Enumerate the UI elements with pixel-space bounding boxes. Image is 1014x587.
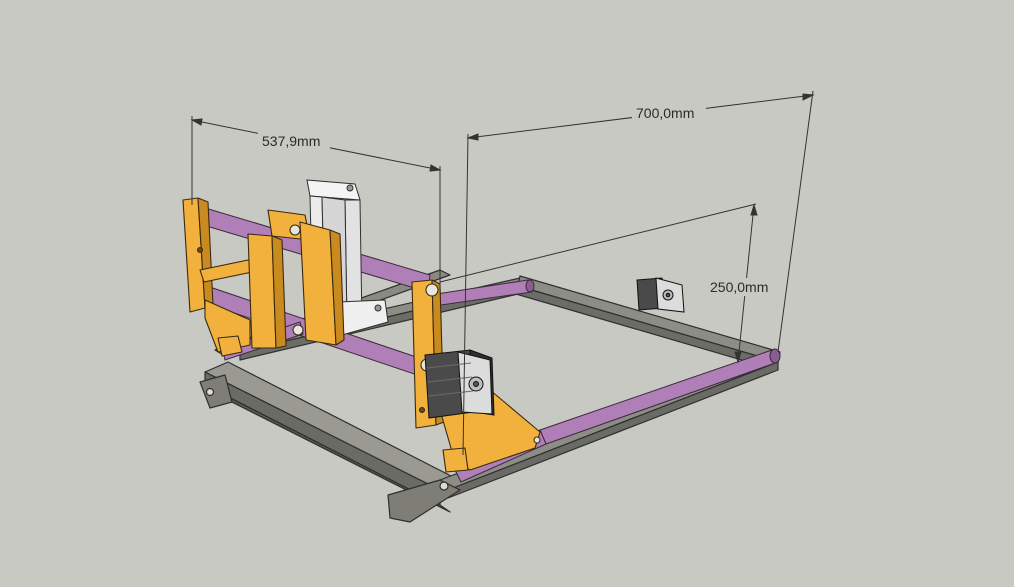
- arrowhead: [429, 164, 442, 172]
- arrowhead: [190, 118, 203, 126]
- motor-fin: [426, 362, 472, 369]
- motor-shaft-center: [473, 381, 479, 387]
- length-label-bg: [632, 104, 706, 122]
- length-dimension-label: 700,0mm: [636, 105, 694, 121]
- bearing: [425, 283, 439, 297]
- bearing: [289, 224, 301, 236]
- height-dimension-label: 250,0mm: [710, 279, 768, 295]
- arrowhead: [734, 351, 742, 364]
- arrowhead: [750, 203, 758, 216]
- width-label-bg: [258, 132, 330, 150]
- height-extension-top: [439, 203, 757, 283]
- motor-shaft-center: [665, 292, 671, 298]
- stepper-motor-loose: [636, 277, 685, 313]
- arrowhead: [466, 133, 479, 141]
- carriage-plate-mid-side: [329, 229, 345, 346]
- bearing: [292, 324, 304, 336]
- length-extension-left: [462, 133, 469, 456]
- motor-fin: [427, 390, 474, 397]
- z-screw: [346, 184, 354, 192]
- width-dimension-label: 537,9mm: [262, 133, 320, 149]
- height-label-bg: [706, 278, 780, 296]
- frame-bolt: [205, 387, 215, 397]
- bolt: [196, 246, 204, 254]
- length-extension-right: [777, 90, 814, 353]
- carriage-plate-front: [247, 233, 277, 349]
- z-screw: [374, 304, 382, 312]
- rod-end: [525, 279, 535, 293]
- left-foot: [199, 374, 233, 409]
- front-foot: [387, 479, 461, 523]
- rod-end: [769, 348, 781, 364]
- arrowhead: [802, 93, 815, 101]
- foot-plate: [217, 335, 243, 357]
- stepper-motor-main: [424, 349, 495, 419]
- frame-bolt: [439, 481, 449, 491]
- carriage-plate-front-side: [271, 235, 287, 349]
- bolt: [533, 436, 541, 444]
- foot-plate: [442, 447, 469, 473]
- bolt: [418, 406, 426, 414]
